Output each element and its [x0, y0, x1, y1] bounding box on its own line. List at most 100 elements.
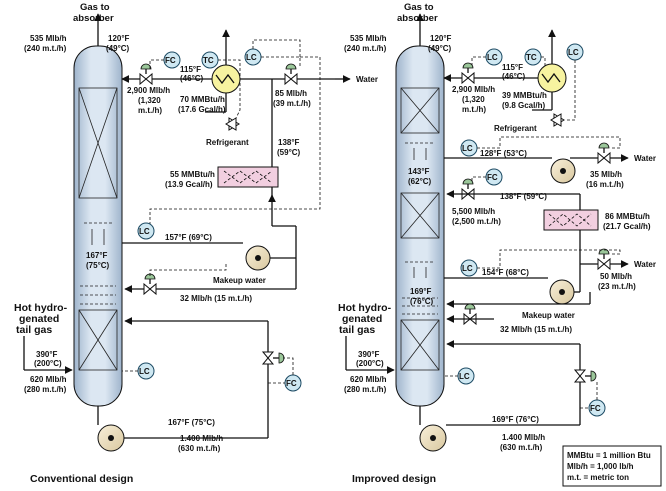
imp-hx-duty-2: (21.7 Gcal/h) [603, 222, 651, 231]
conv-gas-title-2: absorber [73, 13, 114, 24]
imp-gas-temp-1: 120°F [430, 34, 452, 43]
imp-water-label-2: Water [634, 260, 656, 269]
svg-text:FC: FC [590, 404, 601, 413]
svg-text:TC: TC [526, 53, 537, 62]
imp-makeup-flow: 32 Mlb/h (15 m.t./h) [500, 325, 572, 334]
conv-reflux-1: 2,900 Mlb/h [127, 86, 170, 95]
svg-text:LC: LC [462, 264, 473, 273]
imp-water-flow-1b: (16 m.t./h) [586, 180, 624, 189]
imp-col-temp-b1: 169°F [410, 287, 432, 296]
imp-gas-temp-2: (49°C) [428, 44, 452, 53]
imp-feed-2: genated [342, 313, 382, 325]
conv-feed-flow-1: 620 Mlb/h [30, 375, 67, 384]
conv-bottom-flow-1: 1.400 Mlb/h [180, 434, 223, 443]
conv-water-label: Water [356, 75, 378, 84]
conv-gas-flow-2: (240 m.t./h) [24, 44, 67, 53]
imp-condenser [537, 63, 567, 93]
imp-feed-flow-2: (280 m.t./h) [344, 385, 387, 394]
imp-col-temp-b2: (76°C) [410, 297, 434, 306]
svg-text:LC: LC [459, 372, 470, 381]
conv-bottom-flow-2: (630 m.t./h) [178, 444, 221, 453]
imp-bottom-temp: 169°F (76°C) [492, 415, 539, 424]
conv-gas-title-1: Gas to [80, 2, 110, 13]
imp-gas-title-1: Gas to [404, 2, 434, 13]
imp-hx-temp: 138°F (59°C) [500, 192, 547, 201]
improved-design: Gas to absorber 535 Mlb/h (240 m.t./h) 1… [338, 2, 656, 485]
conv-hx-temp-1: 138°F [278, 138, 300, 147]
conv-gas-temp-1: 120°F [108, 34, 130, 43]
conv-lc-controller-mid [137, 222, 155, 240]
conv-hx-temp-2: (59°C) [277, 148, 301, 157]
units-legend: MMBtu = 1 million Btu Mlb/h = 1,000 lb/h… [562, 445, 662, 487]
svg-text:LC: LC [462, 144, 473, 153]
imp-water-flow-1a: 35 Mlb/h [590, 170, 622, 179]
conv-feed-temp-1: 390°F [36, 350, 58, 359]
imp-heat-exchanger [543, 209, 599, 231]
imp-duty-2: (9.8 Gcal/h) [502, 101, 545, 110]
imp-refrigerant: Refrigerant [494, 124, 537, 133]
imp-cond-temp-1: 115°F [502, 63, 523, 72]
conv-feed-1: Hot hydro- [14, 302, 68, 314]
legend-line-2: Mlb/h = 1,000 lb/h [567, 462, 634, 471]
imp-col-temp-a2: (62°C) [408, 177, 432, 186]
conv-col-temp-2: (75°C) [86, 261, 110, 270]
svg-text:TC: TC [203, 56, 214, 65]
imp-bottom-flow-2: (630 m.t./h) [500, 443, 543, 452]
imp-upper-pa-temp: 128°F (53°C) [480, 149, 527, 158]
imp-circ-2: (2,500 m.t./h) [452, 217, 501, 226]
conv-feed-3: tail gas [16, 324, 52, 336]
imp-bottom-flow-1: 1.400 Mlb/h [502, 433, 545, 442]
improved-column [395, 45, 445, 407]
conv-col-temp-1: 167°F [86, 251, 108, 260]
imp-feed-1: Hot hydro- [338, 302, 392, 314]
imp-caption: Improved design [352, 473, 436, 485]
svg-text:LC: LC [568, 48, 579, 57]
imp-cond-temp-2: (46°C) [502, 72, 526, 81]
conv-reflux-3: m.t./h) [138, 106, 162, 115]
conv-hx-duty-2: (13.9 Gcal/h) [165, 180, 213, 189]
conv-refrigerant: Refrigerant [206, 138, 249, 147]
conv-pa-temp: 157°F (69°C) [165, 233, 212, 242]
svg-text:LC: LC [487, 53, 498, 62]
conv-cond-temp-2: (46°C) [180, 74, 204, 83]
svg-text:FC: FC [165, 56, 176, 65]
imp-water-flow-2a: 50 Mlb/h [600, 272, 632, 281]
conv-duty-2: (17.6 Gcal/h) [178, 105, 226, 114]
imp-water-flow-2b: (23 m.t./h) [598, 282, 636, 291]
svg-text:FC: FC [286, 379, 297, 388]
imp-lower-pa-temp: 154°F (68°C) [482, 268, 529, 277]
imp-makeup-water: Makeup water [522, 311, 575, 320]
conventional-design: Gas to absorber 535 Mlb/h (240 m.t./h) 1… [14, 2, 378, 485]
conv-caption: Conventional design [30, 473, 133, 485]
imp-water-label-1: Water [634, 154, 656, 163]
legend-line-3: m.t. = metric ton [567, 473, 629, 482]
svg-text:LC: LC [139, 367, 150, 376]
conv-water-flow-1: 85 Mlb/h [275, 89, 307, 98]
imp-feed-temp-1: 390°F [358, 350, 380, 359]
conv-reflux-2: (1,320 [138, 96, 161, 105]
imp-reflux-3: m.t./h) [462, 105, 486, 114]
imp-reflux-1: 2,900 Mlb/h [452, 85, 495, 94]
imp-feed-temp-2: (200°C) [356, 359, 384, 368]
imp-gas-title-2: absorber [397, 13, 438, 24]
conv-cond-temp-1: 115°F [180, 65, 201, 74]
imp-gas-flow-2: (240 m.t./h) [344, 44, 387, 53]
imp-circ-1: 5,500 Mlb/h [452, 207, 495, 216]
svg-text:LC: LC [246, 53, 257, 62]
conv-feed-flow-2: (280 m.t./h) [24, 385, 67, 394]
conv-gas-flow-1: 535 Mlb/h [30, 34, 67, 43]
imp-reflux-2: (1,320 [462, 95, 485, 104]
svg-text:FC: FC [487, 173, 498, 182]
imp-duty-1: 39 MMBtu/h [502, 91, 547, 100]
imp-col-temp-a1: 143°F [408, 167, 430, 176]
conv-hx-duty-1: 55 MMBtu/h [170, 170, 215, 179]
svg-text:LC: LC [139, 227, 150, 236]
imp-feed-3: tail gas [339, 324, 375, 336]
conv-gas-temp-2: (49°C) [106, 44, 130, 53]
conv-condenser [211, 64, 241, 94]
conv-feed-2: genated [19, 313, 59, 325]
imp-hx-duty-1: 86 MMBtu/h [605, 212, 650, 221]
conventional-column [73, 45, 123, 407]
imp-feed-flow-1: 620 Mlb/h [350, 375, 387, 384]
